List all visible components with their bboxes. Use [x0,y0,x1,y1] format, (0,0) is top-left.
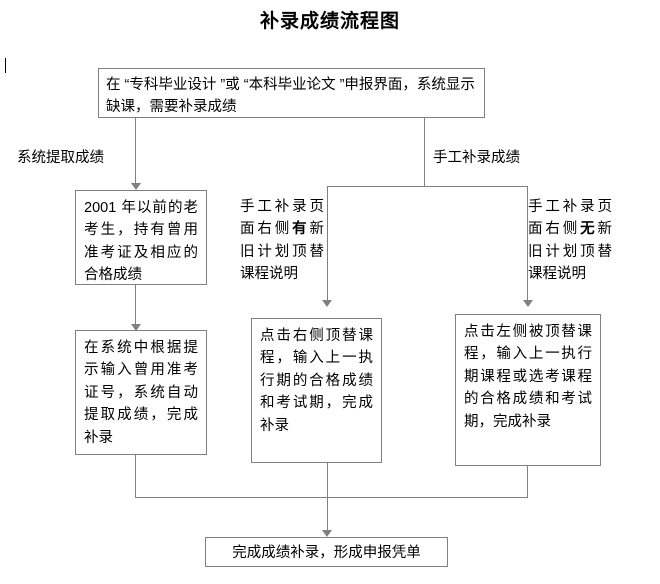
page-title: 补录成绩流程图 [259,11,400,32]
flow-text-cond-right: 手工补录页面右侧无新旧计划顶替课程说明 [528,196,612,286]
edge-action-middle-down [327,463,328,498]
edge-merge-bar [135,497,528,498]
edge-split-to-right [527,186,528,305]
text-caret [5,58,6,73]
arrowhead-end [322,530,332,537]
flow-node-action-middle: 点击右侧顶替课程，输入上一执行期的合格成绩和考试期，完成补录 [251,318,382,463]
arrowhead-left-cond [131,183,141,190]
flow-node-start: 在 “专科毕业设计 ”或 “本科毕业论文 ”申报界面，系统显示缺课，需要补录成绩 [98,68,485,118]
flow-node-action-left-label: 在系统中根据提示输入曾用准考证号，系统自动提取成绩，完成补录 [84,340,198,446]
emphasis-text: 无 [580,221,598,238]
edge-label-system-extract: 系统提取成绩 [17,150,104,166]
flow-node-action-left: 在系统中根据提示输入曾用准考证号，系统自动提取成绩，完成补录 [75,330,207,455]
flow-node-action-right-label: 点击左侧被顶替课程，输入上一执行期课程或选考课程的合格成绩和考试期，完成补录 [464,324,592,430]
flow-node-end: 完成成绩补录，形成申报凭单 [205,537,448,567]
plain-text: 手工补录页面右侧 [240,199,324,238]
flow-node-start-label: 在 “专科毕业设计 ”或 “本科毕业论文 ”申报界面，系统显示缺课，需要补录成绩 [106,77,475,116]
plain-text: 新旧计划顶替课程说明 [528,221,612,283]
edge-merge-to-end [327,497,328,535]
emphasis-text: 有 [292,221,310,238]
edge-action-left-down [135,455,136,498]
edge-cond-left-to-action-left [135,285,136,330]
flow-node-cond-left: 2001 年以前的老考生，持有曾用准考证及相应的合格成绩 [75,190,207,285]
arrowhead-middle-action [322,300,332,307]
flow-node-cond-left-label: 2001 年以前的老考生，持有曾用准考证及相应的合格成绩 [84,200,198,284]
arrowhead-left-action [131,324,141,331]
edge-split-bar [327,186,528,187]
edge-start-to-left [135,118,136,188]
edge-label-manual-entry: 手工补录成绩 [433,150,520,166]
flow-node-end-label: 完成成绩补录，形成申报凭单 [232,545,421,561]
edge-action-right-down [527,466,528,498]
edge-split-to-middle [327,186,328,305]
arrowhead-right-action [523,300,533,307]
plain-text: 新旧计划顶替课程说明 [240,221,324,283]
plain-text: 手工补录页面右侧 [528,199,612,238]
flow-node-action-middle-label: 点击右侧顶替课程，输入上一执行期的合格成绩和考试期，完成补录 [260,328,373,434]
flow-node-action-right: 点击左侧被顶替课程，输入上一执行期课程或选考课程的合格成绩和考试期，完成补录 [455,314,601,466]
edge-start-to-right-stem [424,118,425,186]
flow-text-cond-middle: 手工补录页面右侧有新旧计划顶替课程说明 [240,196,324,286]
